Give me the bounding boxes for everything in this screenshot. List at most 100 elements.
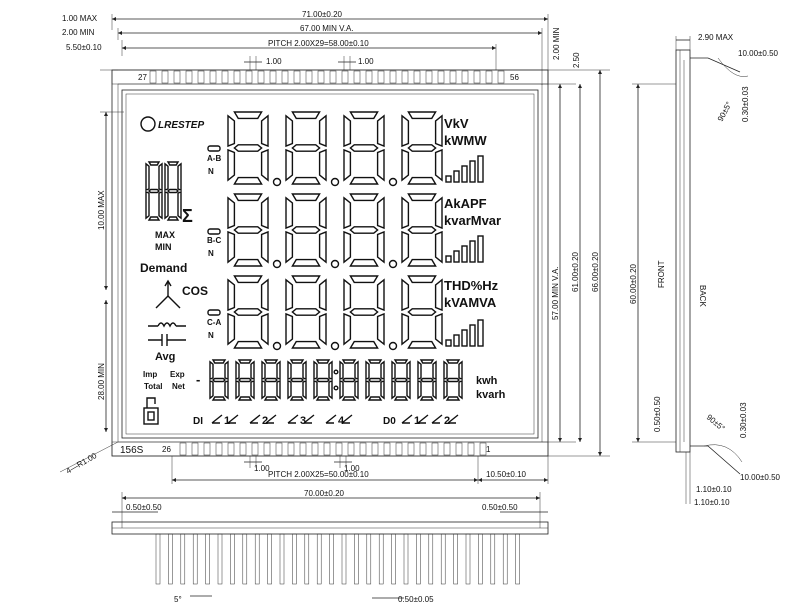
- large-digit: [285, 275, 327, 349]
- pin-leg: [192, 533, 198, 585]
- pin-leg: [316, 533, 322, 585]
- decimal-point: [272, 341, 282, 351]
- bar-segment: [469, 324, 476, 347]
- pin-leg: [180, 533, 186, 585]
- sigma-symbol: Σ: [182, 206, 193, 226]
- pin-leg: [391, 533, 396, 585]
- bar-segment: [461, 165, 468, 183]
- battery-icon-2: [207, 228, 221, 235]
- dim-10-a: 10.00±0.50: [738, 49, 779, 58]
- dim-0-50: 0.50±0.50: [653, 396, 662, 432]
- bar-segment: [477, 319, 484, 347]
- bargraph-icons: [445, 155, 484, 347]
- dim-bp1: 1.00: [254, 464, 270, 473]
- dim-2-50: 2.50: [572, 52, 581, 68]
- phase-ca: C-A: [207, 318, 221, 327]
- dim-2-90: 2.90 MAX: [698, 33, 734, 42]
- top-pin: [245, 70, 253, 84]
- decimal-point: [388, 177, 398, 187]
- dim-10-50: 10.50±0.10: [486, 470, 527, 479]
- colon-dot: [333, 369, 339, 375]
- pin-leg: [205, 533, 210, 585]
- dim-bm-left: 0.50±0.50: [126, 503, 162, 512]
- di-switch-icon: [211, 414, 223, 424]
- top-pin: [425, 70, 433, 84]
- decimal-point: [330, 177, 340, 187]
- di-switch-icon: [303, 414, 315, 424]
- top-pin: [341, 70, 349, 84]
- small-digit: [391, 359, 411, 401]
- dim-p1: 1.00: [266, 57, 282, 66]
- top-pin: [233, 70, 241, 84]
- pin-leg: [217, 533, 223, 585]
- top-pin: [473, 70, 481, 84]
- bottom-pin: [191, 442, 199, 456]
- bar-segment: [453, 250, 460, 263]
- bottom-pin: [287, 442, 295, 456]
- inductor-icon: [148, 322, 186, 328]
- top-pin: [257, 70, 265, 84]
- pin-leg: [490, 533, 496, 585]
- top-pin: [389, 70, 397, 84]
- bottom-pin: [479, 442, 487, 456]
- battery-icon-1: [207, 145, 221, 152]
- dim-10-b: 10.00±0.50: [740, 473, 781, 482]
- do-switch-icon: [447, 414, 459, 424]
- pin-leg: [254, 533, 260, 585]
- label-imp: Imp: [143, 370, 157, 379]
- model-label: 156S: [120, 445, 144, 456]
- do-label: 1: [414, 415, 420, 427]
- di-switch-icon: [325, 414, 337, 424]
- pin-leg: [515, 533, 520, 585]
- pin-leg: [292, 533, 297, 585]
- pin-leg: [354, 533, 359, 585]
- top-pin: [161, 70, 169, 84]
- minus-sign: -: [196, 372, 200, 387]
- bar-segment: [445, 175, 452, 183]
- dim-57va: 57.00 MIN V.A.: [551, 266, 560, 320]
- label-di: DI: [193, 416, 203, 427]
- pin-leg: [502, 533, 508, 585]
- top-pin: [305, 70, 313, 84]
- top-pin: [209, 70, 217, 84]
- top-pin: [449, 70, 457, 84]
- top-pin: [221, 70, 229, 84]
- pin-leg: [440, 533, 446, 585]
- bottom-pin: [383, 442, 391, 456]
- bottom-pin: [179, 442, 187, 456]
- dim-ang-1: 90±5°: [716, 100, 734, 123]
- mini-digit: [145, 161, 163, 221]
- lcd-segments: LRESTEP VkV kWMW AkAPF kvarMvar THD%Hz k…: [140, 111, 506, 427]
- bottom-pin: [263, 442, 271, 456]
- top-pin: [173, 70, 181, 84]
- small-digit: [443, 359, 463, 401]
- bar-segment: [477, 235, 484, 263]
- top-pin: [329, 70, 337, 84]
- di-label: 2: [262, 415, 268, 427]
- bar-segment: [469, 160, 476, 183]
- di-switch-icon: [265, 414, 277, 424]
- units-row1a: VkV: [444, 116, 469, 131]
- bar-segment: [453, 334, 460, 347]
- units-row2b: kvarMvar: [444, 213, 501, 228]
- dim-angle-5: 5°: [174, 595, 182, 604]
- top-pin: [281, 70, 289, 84]
- large-digit: [401, 111, 443, 185]
- pin-leg: [428, 533, 434, 585]
- pin-leg: [366, 533, 372, 585]
- dim-ang-2: 90±5°: [705, 413, 727, 433]
- bar-segment: [477, 155, 484, 183]
- large-digit: [227, 111, 269, 185]
- decimal-point: [330, 259, 340, 269]
- bottom-pin: [419, 442, 427, 456]
- top-dimensions: 1.00 MAX 2.00 MIN 5.50±0.10 71.00±0.20 6…: [62, 10, 549, 85]
- label-demand: Demand: [140, 261, 187, 275]
- dim-2min-r: 2.00 MIN: [552, 27, 561, 60]
- dim-60: 60.00±0.20: [629, 263, 638, 304]
- bottom-pin: [407, 442, 415, 456]
- large-digit: [285, 111, 327, 185]
- colon-dot: [333, 385, 339, 391]
- pin-legs: [155, 533, 520, 585]
- di-switch-icon: [341, 414, 353, 424]
